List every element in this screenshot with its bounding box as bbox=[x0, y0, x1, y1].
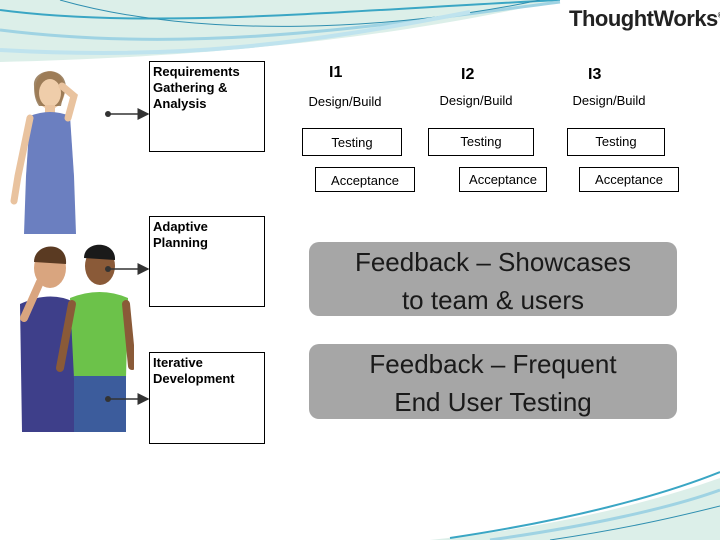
iteration-2-design: Design/Build bbox=[439, 93, 513, 108]
iteration-1-acceptance: Acceptance bbox=[315, 167, 415, 192]
iteration-3-design: Design/Build bbox=[572, 93, 646, 108]
requirements-box: Requirements Gathering & Analysis bbox=[149, 61, 265, 152]
feedback-showcases: Feedback – Showcases to team & users bbox=[309, 242, 677, 316]
iteration-1-testing: Testing bbox=[302, 128, 402, 156]
iteration-3-acceptance: Acceptance bbox=[579, 167, 679, 192]
iteration-1-design: Design/Build bbox=[308, 94, 382, 109]
iteration-2-acceptance: Acceptance bbox=[459, 167, 547, 192]
logo-text: ThoughtWorks bbox=[569, 6, 718, 31]
men-figures-icon bbox=[20, 244, 134, 432]
feedback-showcases-text: Feedback – Showcases to team & users bbox=[354, 247, 632, 315]
feedback-user-testing-text: Feedback – Frequent End User Testing bbox=[369, 349, 617, 417]
iterative-development-box: Iterative Development bbox=[149, 352, 265, 444]
feedback-user-testing: Feedback – Frequent End User Testing bbox=[309, 344, 677, 419]
iteration-2-testing: Testing bbox=[428, 128, 534, 156]
iteration-3-testing: Testing bbox=[567, 128, 665, 156]
logo-mark: ® bbox=[718, 13, 720, 20]
iteration-3-title: I3 bbox=[588, 66, 602, 83]
thoughtworks-logo: ThoughtWorks® bbox=[569, 6, 720, 32]
iteration-2-title: I2 bbox=[461, 66, 475, 83]
adaptive-planning-box: Adaptive Planning bbox=[149, 216, 265, 307]
footer-swoosh bbox=[430, 471, 720, 540]
woman-figure-icon bbox=[10, 71, 78, 234]
header-swoosh bbox=[0, 0, 561, 62]
iteration-1-title: I1 bbox=[329, 64, 343, 81]
